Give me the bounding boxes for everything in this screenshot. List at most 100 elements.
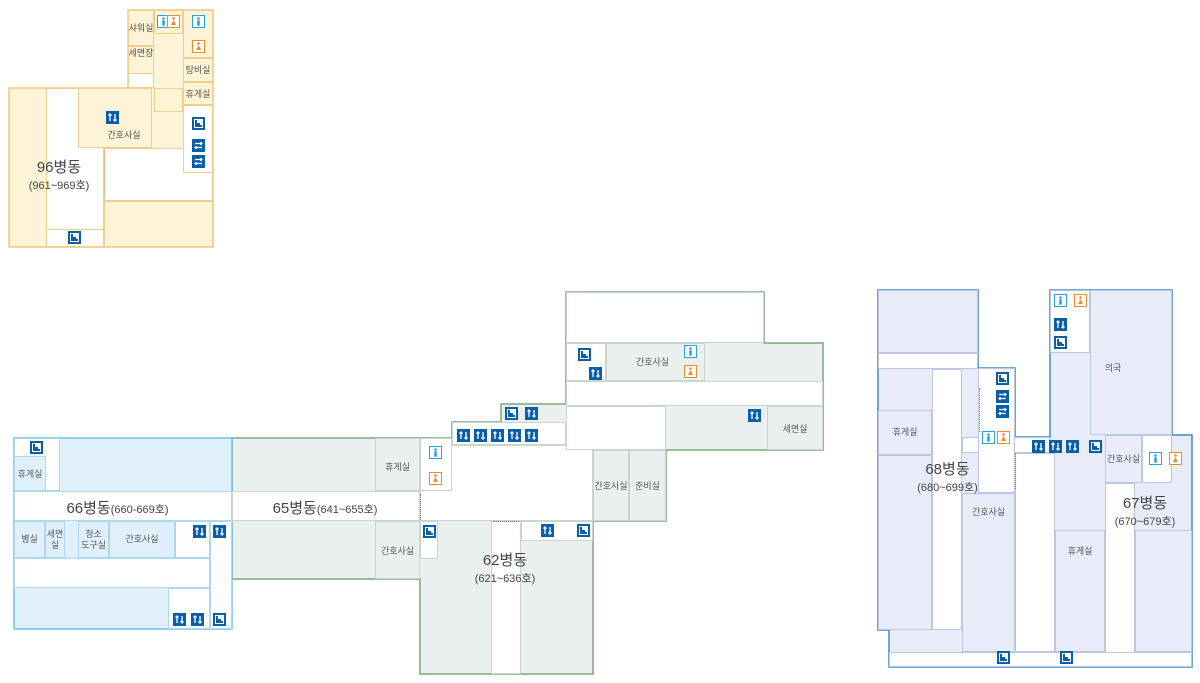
ward68-title: 68병동 (680~699호) xyxy=(905,458,990,495)
label-b62-prep: 준비실 xyxy=(635,481,660,491)
room-b68-top xyxy=(878,290,978,353)
ward65-door-dotted xyxy=(420,494,421,520)
label-b96-shower: 샤워실 xyxy=(128,23,154,33)
stairs-icon xyxy=(423,525,436,538)
ward62-stair-bay xyxy=(521,521,593,541)
escalator-icon xyxy=(996,390,1009,403)
elevator-icon xyxy=(457,429,470,442)
room-b67-right xyxy=(1135,530,1192,652)
elevator-icon xyxy=(1066,440,1079,453)
ward68-range: (680~699호) xyxy=(917,482,978,494)
label-b67-doctors: 의국 xyxy=(1104,363,1122,373)
room-b68-nurse xyxy=(962,493,1015,652)
ward62-range: (621~636호) xyxy=(474,573,536,585)
ward68-middle-hall xyxy=(1015,453,1055,652)
ward68-door-dotted-2 xyxy=(1015,453,1016,489)
female-restroom-icon xyxy=(192,40,205,53)
ward67-corridor xyxy=(1105,483,1135,667)
male-restroom-icon xyxy=(1149,452,1162,465)
label-b62-nurse: 간호사실 xyxy=(594,481,628,491)
elevator-icon xyxy=(508,429,521,442)
ward66-corridor xyxy=(14,491,232,521)
room-b67-doctors xyxy=(1090,290,1172,435)
ward68-core xyxy=(978,368,1015,493)
elevator-icon xyxy=(213,525,226,538)
ward96-range: (961~969호) xyxy=(28,180,90,192)
ward62-door-dotted xyxy=(493,521,519,522)
ward62-name: 62병동 xyxy=(482,552,528,569)
stairs-icon xyxy=(1060,651,1073,664)
ward96-title: 96병동 (961~969호) xyxy=(18,156,100,193)
ward68-door-dotted-1 xyxy=(979,388,980,432)
escalator-icon xyxy=(192,139,205,152)
room-b62-wash xyxy=(767,406,823,450)
label-b66-wash-text: 세면 실 xyxy=(46,529,64,550)
room-b68-left-lower xyxy=(878,455,932,630)
female-restroom-icon xyxy=(684,365,697,378)
stairs-icon xyxy=(996,372,1009,385)
label-b65-nurse: 간호사실 xyxy=(380,546,415,556)
room-b66-ward-room xyxy=(14,521,45,558)
ward62-title: 62병동 (621~636호) xyxy=(460,549,550,586)
label-b66-nurse: 간호사실 xyxy=(125,534,159,544)
ward66-range: (660-669호) xyxy=(110,504,169,516)
green-connector xyxy=(566,406,666,450)
room-b96-washroom xyxy=(128,46,154,74)
stairs-icon xyxy=(578,348,591,361)
elevator-icon xyxy=(525,407,538,420)
elevator-icon xyxy=(1054,318,1067,331)
green-top-hall xyxy=(566,292,764,343)
escalator-icon xyxy=(192,155,205,168)
room-b96-small xyxy=(154,88,183,112)
female-restroom-icon xyxy=(997,431,1010,444)
elevator-icon xyxy=(748,409,761,422)
stairs-icon xyxy=(213,613,226,626)
ward68-corridor-a xyxy=(932,369,962,630)
ward67-range: (670~679호) xyxy=(1114,516,1176,528)
elevator-icon xyxy=(474,429,487,442)
room-b66-lounge xyxy=(14,456,46,491)
male-restroom-icon xyxy=(429,446,442,459)
ward68-name: 68병동 xyxy=(925,461,970,478)
label-b62-wash: 세면실 xyxy=(782,424,808,434)
room-b62-prep xyxy=(629,450,666,521)
ward66-corridor-lower xyxy=(14,558,210,588)
green-upper-corridor xyxy=(566,381,823,406)
room-b65-lounge xyxy=(375,438,420,491)
label-b66-lounge: 휴게실 xyxy=(17,469,43,479)
room-b67-nurse xyxy=(1105,435,1142,483)
stairs-icon xyxy=(577,524,590,537)
stairs-icon xyxy=(997,651,1010,664)
room-b96-pantry xyxy=(183,58,213,82)
label-b62-nurse-top: 간호사실 xyxy=(635,357,670,367)
male-restroom-icon xyxy=(1054,294,1067,307)
label-b68-lounge: 휴게실 xyxy=(892,427,918,437)
label-b96-washroom: 세면장 xyxy=(128,48,154,58)
stairs-icon xyxy=(192,117,205,130)
room-b68-lounge2 xyxy=(1055,530,1105,652)
male-restroom-icon xyxy=(684,345,697,358)
elevator-icon xyxy=(1032,440,1045,453)
female-restroom-icon xyxy=(1074,294,1087,307)
label-b96-nurse: 간호사실 xyxy=(107,130,141,140)
ward96-door-dotted xyxy=(104,150,105,195)
elevator-icon xyxy=(193,525,206,538)
label-b66-cleaning-text: 청소 도구실 xyxy=(81,529,106,550)
room-b68-lounge xyxy=(878,410,932,455)
ward62-corridor xyxy=(491,521,521,674)
elevator-icon xyxy=(541,524,554,537)
escalator-icon xyxy=(996,405,1009,418)
label-b65-lounge: 휴게실 xyxy=(385,462,410,472)
male-restroom-icon xyxy=(982,431,995,444)
room-b96-lounge xyxy=(183,82,213,105)
label-b66-cleaning: 청소 도구실 xyxy=(78,529,109,551)
ward65-corridor xyxy=(232,491,420,521)
room-b66-nurse xyxy=(109,521,175,558)
ward68-corridor-left xyxy=(878,353,978,369)
room-b66-cleaning xyxy=(78,521,109,558)
female-restroom-icon xyxy=(1169,452,1182,465)
elevator-icon xyxy=(173,613,186,626)
ward65-title: 65병동(641~655호) xyxy=(250,497,400,518)
stairs-icon xyxy=(68,231,81,244)
